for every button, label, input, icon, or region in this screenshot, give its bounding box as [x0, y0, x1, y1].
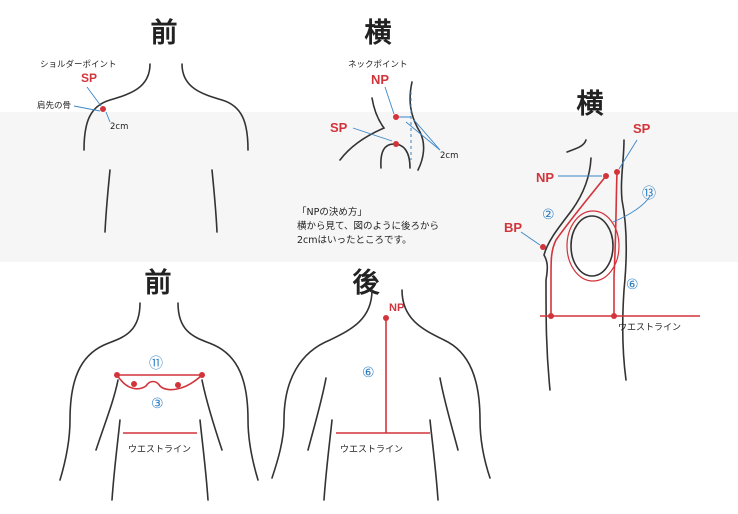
body-back-line	[620, 139, 627, 381]
np-label: NP	[536, 170, 554, 185]
armhole-ellipse	[570, 215, 614, 277]
right-shoulder-line	[181, 63, 249, 151]
num-11-label: ⑪	[149, 356, 163, 372]
left-side-dot	[114, 372, 120, 378]
panel-title: 前	[151, 17, 178, 49]
neck-point-dot	[393, 114, 399, 120]
left-waist-side	[111, 419, 121, 501]
np-leader-line	[384, 86, 395, 115]
dist-label: 2cm	[110, 122, 128, 132]
right-outer-line	[177, 302, 259, 481]
panel-title: 前	[145, 267, 172, 299]
right-waist-side	[429, 419, 439, 501]
chin-line	[566, 139, 587, 153]
sp-label: SP	[330, 120, 348, 135]
neck-point-dot	[383, 315, 389, 321]
waistline-label: ウエストライン	[618, 322, 681, 333]
panel-title: 後	[353, 268, 381, 299]
shoulder-point-label: ショルダーポイント	[40, 59, 117, 70]
shoulder-point-dot	[100, 106, 106, 112]
panel-front-top: 前 ショルダーポイント SP 肩先の骨 2cm	[37, 17, 249, 233]
back-line	[409, 81, 425, 171]
num-3-label: ③	[151, 396, 164, 412]
front-length-line	[550, 175, 607, 316]
note-line-2: 横から見て、図のように後ろから	[297, 220, 439, 232]
back-waist-dot	[611, 313, 617, 319]
front-waist-dot	[548, 313, 554, 319]
left-outer-line	[271, 289, 373, 479]
neck-point-dot	[603, 173, 609, 179]
np-label: NP	[371, 72, 389, 87]
left-inner-line	[307, 377, 327, 451]
left-arm-line	[104, 169, 111, 233]
bp-leader-line	[520, 231, 541, 246]
dist-leader-line-b	[413, 119, 441, 151]
bust-point-dot	[540, 244, 546, 250]
panel-front-bottom: 前 ⑪ ③ ウエストライン	[59, 267, 259, 501]
num-6-label: ⑥	[362, 365, 375, 381]
left-bp-dot	[131, 381, 137, 387]
bust-curve-line	[116, 374, 203, 391]
panel-back-bottom: 後 NP ⑥ ウエストライン	[271, 268, 491, 501]
armhole-measure-ellipse	[566, 210, 620, 282]
sp-label: SP	[633, 121, 651, 136]
body-front-line	[543, 157, 592, 391]
left-outer-line	[59, 302, 141, 481]
note-line-3: 2cmはいったところです。	[297, 235, 412, 246]
dist-label: 2cm	[440, 151, 458, 161]
left-shoulder-line	[83, 63, 151, 151]
left-waist-side	[323, 419, 333, 501]
back-length-line	[613, 171, 618, 316]
right-waist-side	[199, 419, 209, 501]
np-note: 「NPの決め方」 横から見て、図のように後ろから 2cmはいったところです。	[297, 206, 439, 246]
num-2-label: ②	[542, 207, 555, 223]
right-arm-line	[211, 169, 218, 233]
bp-label: BP	[504, 220, 522, 235]
sp-label: SP	[81, 71, 97, 85]
right-inner-line	[439, 377, 459, 451]
waistline-label: ウエストライン	[340, 444, 403, 455]
right-outer-line	[401, 289, 491, 479]
shoulder-point-dot	[393, 141, 399, 147]
panel-title: 横	[577, 89, 604, 120]
num-6-label: ⑥	[626, 277, 639, 293]
waistline-label: ウエストライン	[128, 444, 191, 455]
panel-title: 横	[365, 18, 392, 49]
note-line-1: 「NPの決め方」	[297, 206, 367, 218]
sp-leader-line	[86, 86, 102, 107]
neck-front-line	[339, 97, 386, 161]
sp-leader-line	[618, 139, 638, 170]
shoulder-point-dot	[614, 169, 620, 175]
right-inner-line	[201, 379, 223, 451]
neck-point-label: ネックポイント	[348, 60, 408, 70]
right-bp-dot	[175, 382, 181, 388]
armhole-leader-line	[612, 195, 651, 223]
bone-leader-line	[73, 105, 101, 112]
dist-leader-line-a	[405, 121, 441, 151]
dist-leader-line	[105, 111, 111, 123]
np-label: NP	[389, 302, 404, 314]
bone-label: 肩先の骨	[37, 100, 71, 111]
panel-side-right: 横 SP NP BP ② ⑬ ⑥ ウエストライン	[504, 89, 700, 391]
panel-side-top: 横 ネックポイント NP SP 2cm	[330, 18, 458, 171]
num-13-label: ⑬	[642, 186, 656, 202]
sp-leader-line	[352, 127, 393, 142]
right-side-dot	[199, 372, 205, 378]
left-inner-line	[95, 379, 119, 451]
